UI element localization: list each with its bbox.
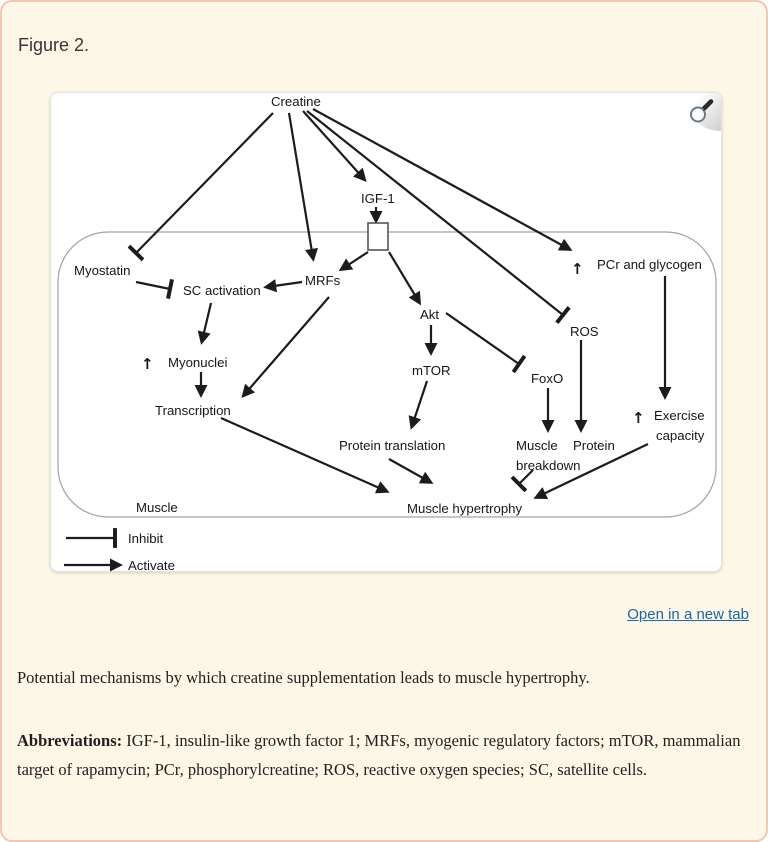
abbreviations-text: IGF-1, insulin-like growth factor 1; MRF… xyxy=(17,731,741,779)
figure-label: Figure 2. xyxy=(18,35,90,55)
up-arrow-icon: ↑ xyxy=(141,355,154,373)
node-exercise-line2: capacity xyxy=(656,428,705,443)
edge-akt-inhibit-foxo xyxy=(445,312,527,374)
node-protein-translation: Protein translation xyxy=(339,438,445,453)
node-muscle-breakdown-line1: Muscle xyxy=(516,438,558,453)
edge-receptor-activate-akt xyxy=(388,251,422,306)
edge-mrfs-activate-transcription xyxy=(241,296,330,398)
edge-exercise-activate-hypertrophy xyxy=(533,443,649,499)
node-igf1: IGF-1 xyxy=(361,191,395,206)
edge-creatine-activate-pcr xyxy=(312,108,573,251)
node-ros: ROS xyxy=(570,324,599,339)
abbreviations-label: Abbreviations: xyxy=(17,731,123,750)
figure-panel: Creatine IGF-1 Myostatin SC activation M… xyxy=(50,92,722,573)
edge-translation-activate-hypertrophy xyxy=(388,458,434,484)
legend-inhibit-label: Inhibit xyxy=(128,531,164,546)
edge-transcription-activate-hypertrophy xyxy=(220,416,390,494)
node-mrfs: MRFs xyxy=(305,273,341,288)
node-myostatin: Myostatin xyxy=(74,263,130,278)
node-exercise-line1: Exercise xyxy=(654,408,705,423)
node-muscle-cell-label: Muscle xyxy=(136,500,178,515)
edge-mrfs-activate-sc xyxy=(263,279,303,293)
node-protein: Protein xyxy=(573,438,615,453)
figure-caption: Potential mechanisms by which creatine s… xyxy=(17,668,590,687)
magnifier-icon xyxy=(690,99,714,123)
edge-receptor-activate-mrfs xyxy=(338,251,369,272)
node-akt: Akt xyxy=(420,307,439,322)
pathway-diagram: Creatine IGF-1 Myostatin SC activation M… xyxy=(57,94,717,573)
node-transcription: Transcription xyxy=(155,403,231,418)
edge-mtor-activate-translation xyxy=(408,380,429,430)
node-muscle-breakdown-line2: breakdown xyxy=(516,458,581,473)
edge-creatine-inhibit-myostatin xyxy=(127,112,274,262)
igf1-receptor-box xyxy=(367,222,389,251)
edge-creatine-activate-mrfs xyxy=(287,112,319,262)
edge-creatine-inhibit-ros xyxy=(306,110,571,324)
node-sc-activation: SC activation xyxy=(183,283,261,298)
edge-creatine-activate-igf1 xyxy=(302,110,367,182)
open-in-new-tab-link[interactable]: Open in a new tab xyxy=(627,606,749,623)
node-mtor: mTOR xyxy=(412,363,451,378)
node-foxo: FoxO xyxy=(531,371,563,386)
node-muscle-hypertrophy: Muscle hypertrophy xyxy=(407,501,522,516)
up-arrow-icon: ↑ xyxy=(632,409,645,427)
up-arrow-icon: ↑ xyxy=(571,260,584,278)
zoom-figure-button[interactable] xyxy=(683,93,721,131)
legend-activate-label: Activate xyxy=(128,558,175,573)
node-myonuclei: Myonuclei xyxy=(168,355,227,370)
edge-sc-activate-myonuclei xyxy=(197,302,213,345)
edge-myostatin-inhibit-sc xyxy=(135,278,174,300)
muscle-cell-membrane xyxy=(57,231,717,518)
edge-breakdown-inhibit-hypertrophy xyxy=(510,469,534,493)
node-pcr-glycogen: PCr and glycogen xyxy=(597,257,702,272)
node-creatine: Creatine xyxy=(271,94,321,109)
figure-abbreviations: Abbreviations: IGF-1, insulin-like growt… xyxy=(17,726,743,784)
